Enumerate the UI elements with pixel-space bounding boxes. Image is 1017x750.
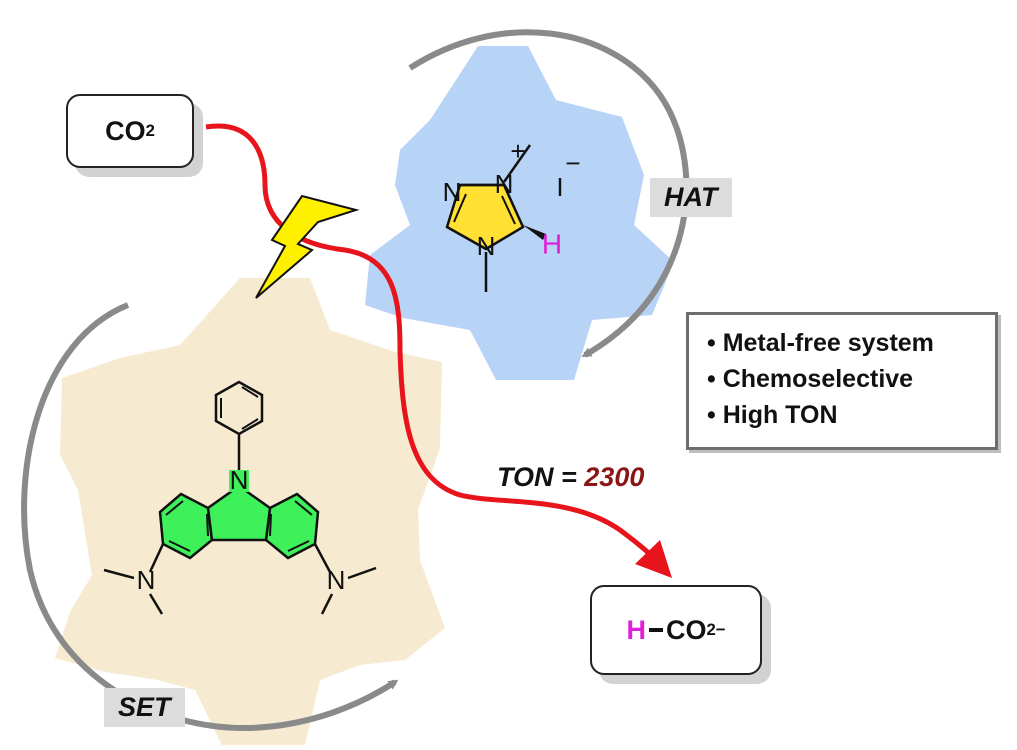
methyl-left-a: [103, 568, 135, 580]
product-charge: −: [715, 620, 726, 639]
carbazole-molecule: N N N: [103, 380, 377, 615]
phenyl-double-2: [241, 386, 259, 398]
double-bond-n2-c3: [501, 195, 516, 225]
methyl-right-b: [320, 593, 334, 615]
feature-item: • Chemoselective: [707, 365, 914, 393]
co2-subscript: 2: [145, 121, 155, 140]
left-double-3: [206, 513, 209, 537]
carbazole-n-right: N: [327, 565, 346, 595]
iodide-counterion: I: [556, 172, 563, 202]
lightning-icon: [255, 194, 360, 299]
iodide-charge: −: [565, 148, 580, 178]
n-center-mask: [229, 470, 249, 492]
features-box: • Metal-free system • Chemoselective • H…: [686, 312, 998, 450]
hydrogen-atom: H: [542, 228, 562, 259]
feature-item: • High TON: [707, 401, 838, 429]
reaction-arrowhead: [635, 540, 672, 578]
triazolium-plus: +: [510, 136, 525, 166]
ton-annotation: TON = 2300: [497, 462, 644, 493]
ton-value: 2300: [584, 462, 645, 492]
ton-label: TON =: [497, 462, 585, 492]
product-hydrogen: H: [626, 614, 646, 645]
bond-right-nme2: [313, 543, 332, 573]
hat-label: HAT: [650, 178, 732, 217]
carbazole-n-left: N: [137, 565, 156, 595]
set-label: SET: [104, 688, 185, 727]
right-double-1: [294, 500, 313, 516]
carbazole-n-center: N: [230, 465, 249, 495]
triazolium-molecule: N N + N H I −: [443, 136, 581, 292]
left-double-1: [165, 500, 184, 516]
wedge-bond-h: [523, 225, 546, 240]
hat-cycle-arrow: [408, 29, 690, 358]
blue-gear: [365, 46, 674, 380]
right-double-2: [287, 540, 310, 552]
product-bond: [648, 628, 663, 632]
triazolium-n4: N: [477, 231, 496, 261]
triazolium-n2: N: [495, 169, 514, 199]
triazolium-n1: N: [443, 177, 462, 207]
carbazole-pyrrole-ring: [206, 484, 272, 542]
double-bond-c5-n1: [453, 193, 467, 223]
product-formula: CO: [665, 614, 707, 645]
product-subscript: 2: [706, 620, 716, 639]
bond-left-nme2: [148, 543, 165, 573]
co2-formula: CO: [105, 115, 146, 146]
set-cycle-arrow: [21, 302, 399, 732]
features-list: • Metal-free system • Chemoselective • H…: [707, 325, 995, 433]
methyl-left-b: [148, 593, 164, 615]
methyl-right-a: [347, 566, 377, 580]
phenyl-double-3: [241, 418, 259, 430]
reaction-path: [205, 123, 662, 567]
left-double-2: [168, 540, 191, 552]
methyl-n2: [502, 144, 532, 183]
right-double-3: [269, 513, 272, 537]
feature-item: • Metal-free system: [707, 329, 934, 357]
